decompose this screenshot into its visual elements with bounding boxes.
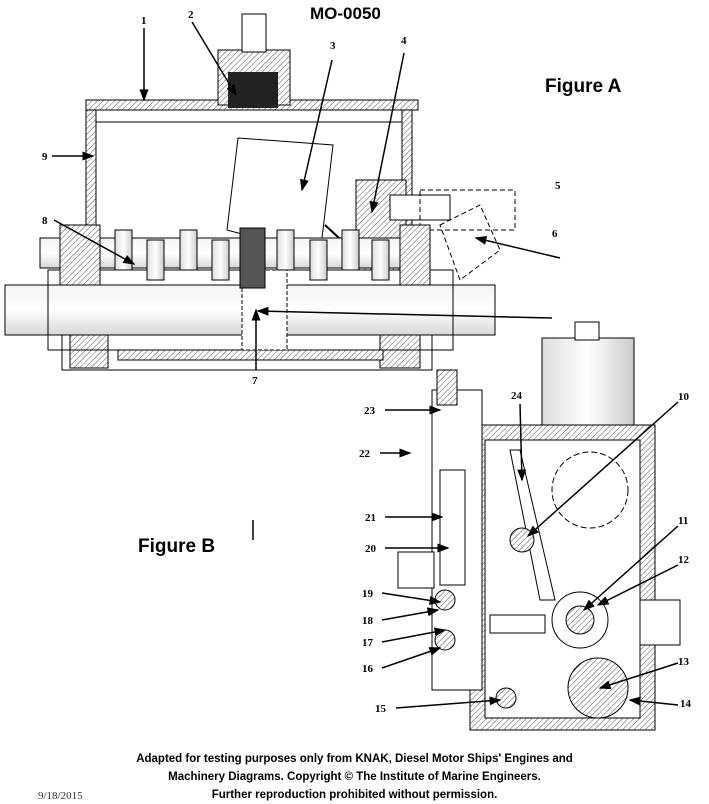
callout-7: 7	[252, 375, 258, 387]
cams	[114, 229, 390, 281]
breather-filter	[228, 72, 278, 108]
callout-11: 11	[678, 515, 688, 527]
callout-6: 6	[552, 228, 558, 240]
callout-5: 5	[555, 180, 561, 192]
callout-15: 15	[375, 703, 387, 715]
actuator-cylinder	[541, 337, 635, 429]
lever	[509, 449, 556, 601]
callout-3: 3	[330, 40, 336, 52]
callout-23: 23	[364, 405, 376, 417]
figure-a-drawing	[4, 13, 516, 371]
callout-14: 14	[680, 698, 692, 710]
callout-13: 13	[678, 656, 690, 668]
figure-a-leaders	[52, 21, 561, 540]
callout-19: 19	[362, 588, 374, 600]
callout-22: 22	[359, 448, 371, 460]
figure-b-callouts: 10 11 12 13 14 15 16 17 18 19 20 21 22 2…	[138, 390, 692, 715]
callout-18: 18	[362, 615, 374, 627]
callout-16: 16	[362, 663, 374, 675]
callout-4: 4	[401, 35, 407, 47]
callout-24: 24	[511, 390, 523, 402]
callout-20: 20	[365, 543, 377, 555]
callout-10: 10	[678, 391, 690, 403]
camshaft	[39, 237, 431, 269]
callout-9: 9	[42, 151, 48, 163]
credit-line-3: Further reproduction prohibited without …	[211, 789, 498, 801]
callout-12: 12	[678, 554, 690, 566]
spring	[489, 614, 546, 634]
figure-b-leaders	[380, 401, 679, 709]
date-stamp: 9/18/2015	[38, 790, 83, 802]
document-title: MO-0050	[310, 4, 381, 23]
drive-gear	[239, 227, 266, 289]
callout-21: 21	[365, 512, 376, 524]
figure-b-label: Figure B	[138, 536, 215, 557]
figure-a-callouts: 1 2 3 4 5 6 7 8 9 Figure A	[42, 9, 622, 387]
callout-1: 1	[141, 15, 147, 27]
credit-line-2: Machinery Diagrams. Copyright © The Inst…	[168, 771, 541, 783]
figure-b-drawing	[397, 321, 681, 731]
callout-17: 17	[362, 637, 374, 649]
figure-a-label: Figure A	[545, 76, 622, 97]
callout-2: 2	[188, 9, 194, 21]
callout-8: 8	[42, 215, 48, 227]
credit-line-1: Adapted for testing purposes only from K…	[136, 753, 573, 765]
